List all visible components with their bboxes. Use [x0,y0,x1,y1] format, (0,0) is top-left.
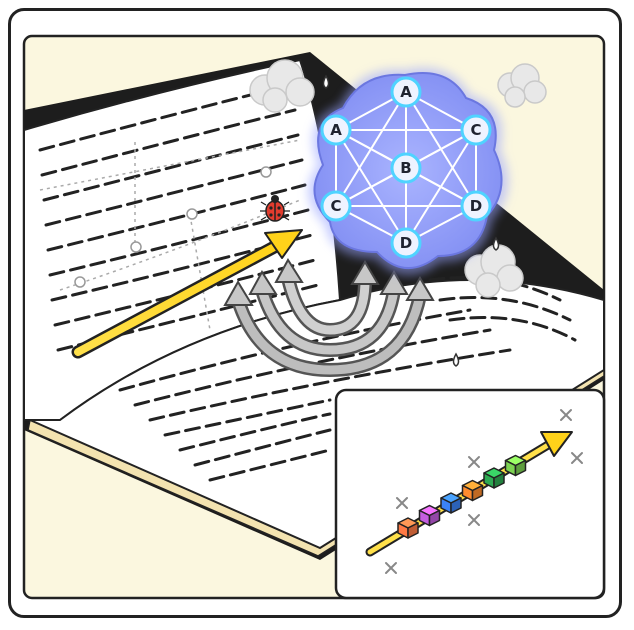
cloud-icon [464,244,524,298]
left-page-dotted-grid [39,139,301,331]
grid-points [74,166,272,288]
graph-node: C [460,114,492,146]
cube-icon [461,479,484,502]
node-label: C [470,121,481,139]
node-label: A [330,121,342,139]
graph-node: D [390,227,422,259]
x-markers [385,409,583,574]
node-label: D [400,234,412,252]
drop-icon [322,74,500,367]
node-label: C [330,197,341,215]
ladybug-icon [260,195,290,222]
graph-node: A [390,76,422,108]
cube-icon [483,467,505,489]
node-label: A [400,83,412,101]
book-right-page [29,279,604,550]
cube-icon [504,454,527,477]
cloud-icon [497,63,547,108]
inset-panel [334,388,606,600]
cloud-icon [249,59,315,113]
graph-node: D [460,190,492,222]
cube-icon [397,517,419,539]
cube-icon [418,504,441,527]
cube-icon [440,492,462,514]
cube-row [397,454,527,539]
graph-node: C [320,190,352,222]
graph-node: B [390,152,422,184]
yellow-arrow [71,229,303,359]
feedback-arrows [223,258,435,378]
node-label: D [470,197,482,215]
graph-node: A [320,114,352,146]
node-label: B [400,159,411,177]
